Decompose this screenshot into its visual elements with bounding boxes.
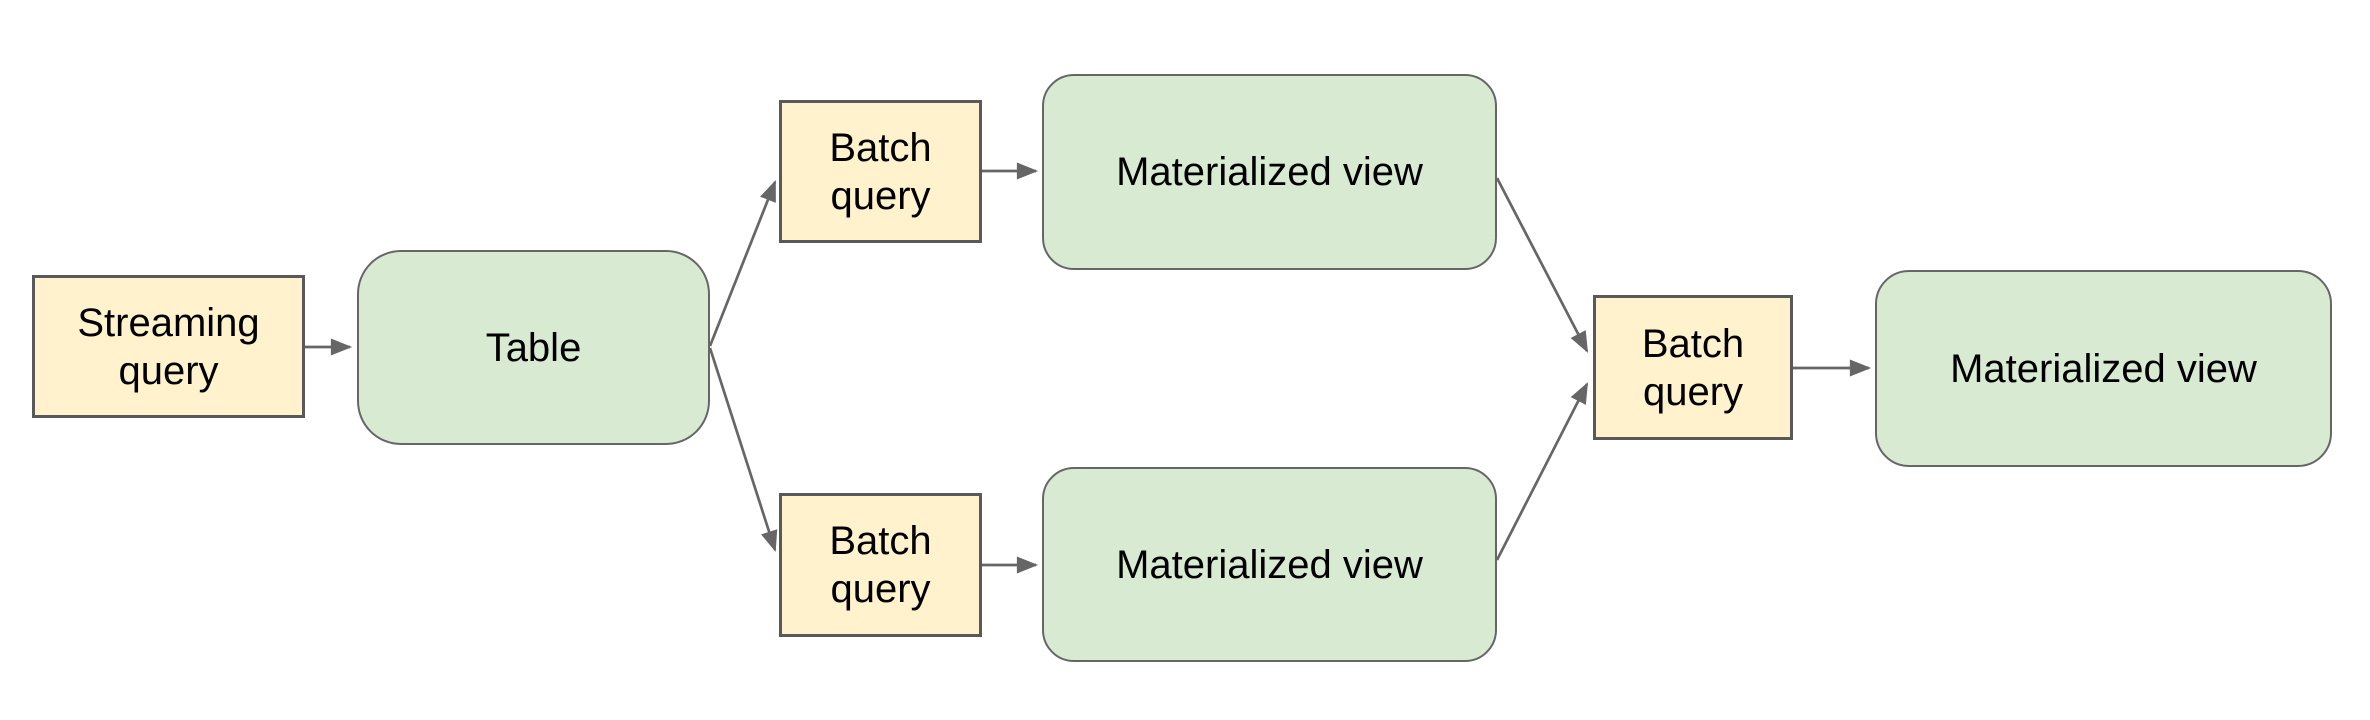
node-streaming-query: Streaming query	[32, 275, 305, 418]
node-materialized-view-bottom: Materialized view	[1042, 467, 1497, 662]
connector-mv-top-to-batch-right	[1495, 177, 1589, 353]
node-materialized-view-bottom-label: Materialized view	[1116, 542, 1423, 587]
node-table: Table	[357, 250, 710, 445]
node-materialized-view-top: Materialized view	[1042, 74, 1497, 270]
node-materialized-view-top-label: Materialized view	[1116, 150, 1423, 194]
node-batch-query-right: Batch query	[1593, 295, 1793, 440]
connector-table-to-batch-bottom	[708, 347, 778, 553]
node-streaming-query-label: Streaming query	[77, 300, 260, 393]
node-batch-query-bottom: Batch query	[779, 493, 982, 637]
connector-table-to-batch-top	[708, 180, 777, 347]
node-batch-query-right-label: Batch query	[1641, 321, 1745, 414]
node-batch-query-top: Batch query	[779, 100, 982, 243]
node-materialized-view-right-label: Materialized view	[1950, 346, 2257, 391]
node-table-label: Table	[485, 325, 582, 370]
node-materialized-view-right: Materialized view	[1875, 270, 2332, 467]
node-batch-query-top-label: Batch query	[829, 125, 932, 218]
node-batch-query-bottom-label: Batch query	[829, 519, 932, 611]
connector-mv-bottom-to-batch-right	[1495, 382, 1589, 561]
